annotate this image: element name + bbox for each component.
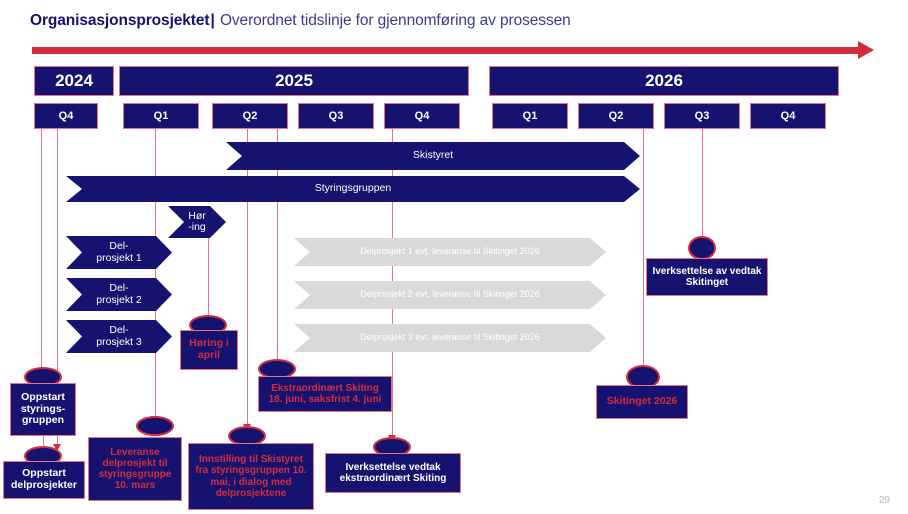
- milestone-skitinget-2026-label: Skitinget 2026: [606, 395, 678, 408]
- skistyret-bar-label: Skistyret: [412, 149, 454, 162]
- page-number: 29: [878, 495, 890, 506]
- delprosjekt-2-leveranse-bar: Delprosjekt 2 evt. leveranse til Skiting…: [294, 281, 606, 309]
- connector-leveranse-delprosjekt: [155, 128, 157, 416]
- quarter-box-2025-Q2: Q2: [212, 103, 288, 129]
- delprosjekt-3-bar-label: Del-prosjekt 3: [96, 324, 142, 348]
- delprosjekt-3-leveranse-bar-label: Delprosjekt 3 evt. leveranse til Skiting…: [360, 332, 540, 343]
- horing-bar: Hør-ing: [168, 206, 226, 238]
- connector-oppstart-delprosjekter: [57, 128, 59, 444]
- delprosjekt-3-leveranse-bar: Delprosjekt 3 evt. leveranse til Skiting…: [294, 324, 606, 352]
- connector-ekstraordinaert-skiting: [277, 128, 279, 363]
- quarter-box-2026-Q4: Q4: [750, 103, 826, 129]
- quarter-box-2026-Q3: Q3: [664, 103, 740, 129]
- quarter-box-2026-Q1: Q1: [492, 103, 568, 129]
- node-leveranse-delprosjekt: [136, 416, 174, 436]
- connector-oppstart-styringsgruppen: [41, 128, 43, 372]
- connector-innstilling-skistyret: [247, 128, 249, 424]
- horing-bar-label: Hør-ing: [188, 209, 206, 233]
- year-box-2026: 2026: [489, 66, 839, 96]
- delprosjekt-1-leveranse-bar-label: Delprosjekt 1 evt. leveranse til Skiting…: [360, 246, 540, 257]
- quarter-box-2025-Q4: Q4: [384, 103, 460, 129]
- quarter-box-2025-Q3: Q3: [298, 103, 374, 129]
- title-separator: |: [210, 12, 215, 29]
- delprosjekt-1-bar-label: Del-prosjekt 1: [96, 240, 142, 264]
- delprosjekt-2-leveranse-bar-label: Delprosjekt 2 evt. leveranse til Skiting…: [360, 289, 540, 300]
- quarter-box-2026-Q2: Q2: [578, 103, 654, 129]
- skistyret-bar: Skistyret: [226, 142, 640, 170]
- delprosjekt-1-leveranse-bar: Delprosjekt 1 evt. leveranse til Skiting…: [294, 238, 606, 266]
- delprosjekt-2-bar: Del-prosjekt 2: [66, 278, 172, 311]
- connector-skitinget-2026: [643, 128, 645, 368]
- delprosjekt-1-bar: Del-prosjekt 1: [66, 236, 172, 269]
- page-title: Organisasjonsprosjektet| Overordnet tids…: [30, 12, 571, 30]
- timeline-axis-shaft: [32, 47, 862, 54]
- milestone-skitinget-2026: Skitinget 2026: [596, 385, 688, 419]
- connector-oppstart-delprosjekter-arrowhead-icon: [53, 444, 62, 451]
- styringsgruppen-bar-label: Styringsgruppen: [314, 182, 392, 195]
- year-box-2024: 2024: [34, 66, 114, 96]
- styringsgruppen-bar: Styringsgruppen: [66, 176, 640, 202]
- quarter-box-2024-Q4: Q4: [34, 103, 98, 129]
- connector-iverksettelse-vedtak-skitinget: [702, 128, 704, 240]
- quarter-box-2025-Q1: Q1: [123, 103, 199, 129]
- delprosjekt-3-bar: Del-prosjekt 3: [66, 320, 172, 353]
- delprosjekt-2-bar-label: Del-prosjekt 2: [96, 282, 142, 306]
- timeline-axis-arrowhead-icon: [858, 41, 874, 59]
- timeline-axis-arrow: [32, 41, 874, 59]
- connector-horing-april: [208, 206, 210, 322]
- title-strong: Organisasjonsprosjektet: [30, 12, 210, 29]
- node-iverksettelse-vedtak-skitinget: [688, 236, 716, 260]
- year-box-2025: 2025: [119, 66, 469, 96]
- title-subtitle: Overordnet tidslinje for gjennomføring a…: [219, 12, 571, 29]
